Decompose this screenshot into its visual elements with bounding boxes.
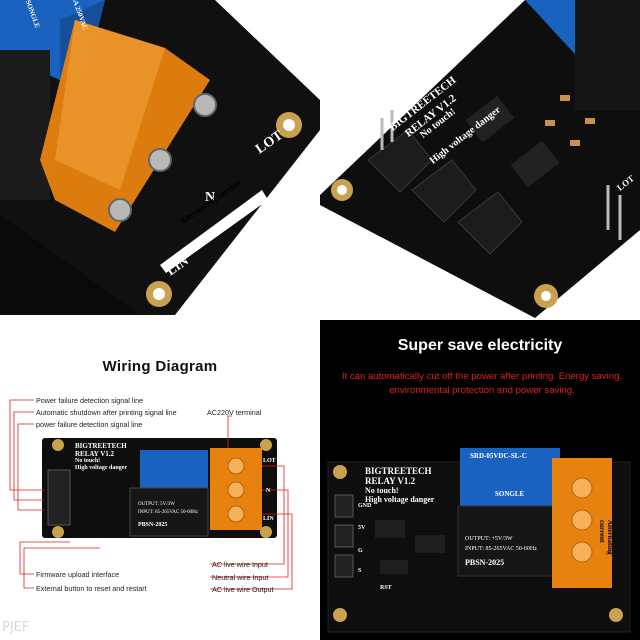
callout-firmware-upload: Firmware upload interface [36, 570, 120, 579]
board-brand: BIGTREETECH [75, 442, 127, 450]
promo-board-danger: High voltage danger [365, 495, 435, 504]
callout-reset-button: External button to reset and restart [36, 584, 147, 593]
board-danger: High voltage danger [75, 465, 127, 471]
wiring-diagram-title: Wiring Diagram [102, 358, 218, 375]
promo-board-warning: No touch! [365, 486, 399, 495]
callout-auto-shutdown-signal: Automatic shutdown after printing signal… [36, 408, 177, 417]
promo-description: It can automatically cut off the power a… [341, 371, 623, 396]
promo-5v: 5V [358, 525, 366, 531]
promo-g: G [358, 548, 363, 554]
promo-title: Super save electricity [397, 337, 563, 354]
promo-board-brand: BIGTREETECH [365, 466, 432, 476]
callout-power-failure-detection: power failure detection signal line [36, 420, 143, 429]
promo-panel: Super save electricity It can automatica… [320, 320, 640, 640]
photo-relay-terminal-closeup: LOT N LIN Alternating current SONGLE 10A… [0, 0, 320, 320]
board-warning: No touch! [75, 458, 101, 464]
psu-output: OUTPUT: 5V/3W [138, 502, 175, 507]
promo-psu-model: PBSN-2025 [465, 558, 505, 567]
promo-relay-model: SRD-05VDC-SL-C [470, 452, 527, 460]
promo-psu-output: OUTPUT: +5V/3W [465, 536, 513, 542]
photo-relay-board-closeup: BIGTREETECH RELAY V1.2 No touch! High vo… [320, 0, 640, 320]
promo-s: S [358, 568, 362, 574]
promo-board-graphic [327, 448, 631, 633]
psu-input: INPUT: 85-265VAC 50-60Hz [138, 510, 198, 515]
board-lin: LIN [263, 516, 274, 522]
callout-ac-live-input: AC live wire Input [212, 560, 268, 569]
promo-gnd: GND [358, 503, 372, 509]
psu-model: PBSN-2025 [138, 522, 168, 528]
promo-rst: RST [380, 585, 392, 591]
promo-alt-current: Alternating current [598, 520, 614, 555]
promo-board-model: RELAY V1.2 [365, 476, 416, 486]
board-closeup-illustration [320, 0, 640, 318]
watermark: PJEF [2, 620, 30, 635]
callout-ac-live-output: AC live wire Output [212, 585, 274, 594]
callout-power-failure-signal: Power failure detection signal line [36, 396, 144, 405]
callout-ac220v-terminal: AC220V terminal [207, 408, 262, 417]
board-n: N [266, 488, 271, 494]
promo-psu-input: INPUT: 85-265VAC 50-60Hz [465, 546, 537, 552]
wiring-diagram-panel: Wiring Diagram Power failure detection s… [0, 320, 320, 640]
board-model: RELAY V1.2 [75, 450, 115, 458]
n-label: N [205, 190, 216, 205]
callout-neutral-input: Neutral wire Input [212, 573, 269, 582]
terminal-closeup-illustration [0, 0, 320, 315]
board-lot: LOT [263, 458, 276, 464]
wiring-diagram-graphic [9, 399, 293, 590]
promo-relay-brand: SONGLE [495, 490, 525, 498]
